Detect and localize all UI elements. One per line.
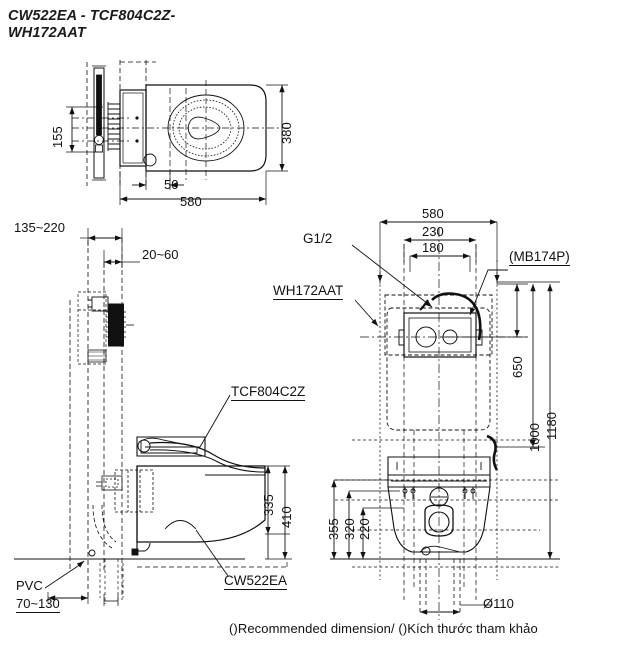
- dimension-335: 335: [261, 494, 276, 516]
- dimension-180: 180: [422, 240, 444, 255]
- dimension-220: 220: [357, 518, 372, 540]
- label-tcf804c2z: TCF804C2Z: [231, 384, 306, 401]
- dimension-230: 230: [422, 224, 444, 239]
- dimension-155: 155: [50, 126, 65, 148]
- drawing-caption: ()Recommended dimension/ ()Kích thước th…: [229, 621, 538, 636]
- page-title: CW522EA - TCF804C2Z- WH172AAT: [8, 8, 308, 42]
- dimension-1180: 1180: [544, 412, 559, 440]
- dimension-135-220: 135~220: [14, 220, 65, 235]
- front-view-geometry: [330, 228, 560, 620]
- label-wh172aat: WH172AAT: [273, 283, 344, 300]
- dimension-580-plan: 580: [180, 194, 202, 209]
- dimension-650: 650: [510, 356, 525, 378]
- dimension-355: 355: [326, 518, 341, 540]
- dimension-1000: 1000: [527, 423, 542, 452]
- dimension-380: 380: [279, 122, 294, 144]
- side-view-geometry: [14, 238, 288, 606]
- label-cw522ea: CW522EA: [224, 573, 288, 590]
- plan-view-geometry: [72, 60, 290, 186]
- dimension-580-front: 580: [422, 206, 444, 221]
- dimension-70-130: 70~130: [16, 596, 60, 613]
- side-view-dimensions: [44, 228, 292, 604]
- page-title-line-2: WH172AAT: [8, 25, 86, 41]
- plan-view-dimensions: [66, 84, 288, 205]
- label-mb174p: (MB174P): [509, 249, 570, 266]
- front-view-dimensions: [331, 219, 560, 615]
- dimension-410: 410: [279, 506, 294, 528]
- label-g12: G1/2: [303, 231, 333, 246]
- dimension-20-60: 20~60: [142, 247, 179, 262]
- dimension-diameter-110: Ø110: [483, 596, 514, 611]
- page-title-line-1: CW522EA - TCF804C2Z-: [8, 8, 176, 24]
- label-pvc: PVC: [16, 578, 43, 593]
- dimension-50: 50: [164, 177, 179, 192]
- dimension-320: 320: [342, 518, 357, 540]
